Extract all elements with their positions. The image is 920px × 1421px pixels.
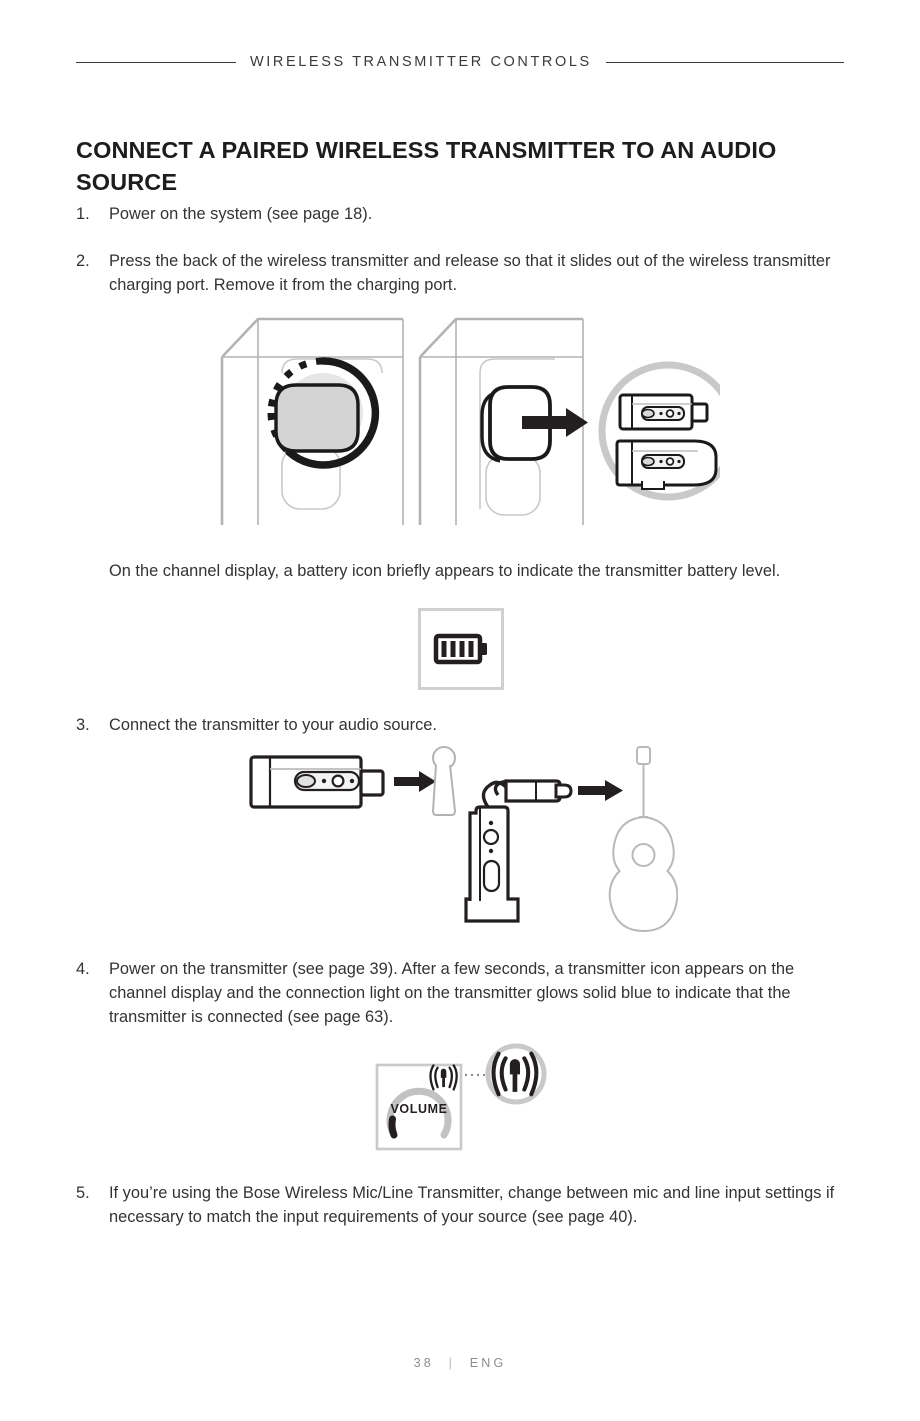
step-2-number: 2.: [76, 252, 90, 270]
transmitter-angled-view-icon: [615, 439, 718, 490]
step-4: 4. Power on the transmitter (see page 39…: [76, 957, 846, 1029]
volume-dial-label: VOLUME: [390, 1102, 447, 1116]
running-header: WIRELESS TRANSMITTER CONTROLS: [76, 54, 844, 70]
battery-level-display-illustration: [418, 608, 504, 690]
transmitter-broadcast-icon-magnified: [485, 1043, 547, 1105]
acoustic-guitar-icon: [608, 746, 679, 933]
transmitter-detail-callout: [598, 361, 738, 501]
step-4-number: 4.: [76, 960, 90, 978]
step-3-text: Connect the transmitter to your audio so…: [109, 716, 437, 734]
transmitter-slides-out-arrow: [418, 317, 588, 525]
footer-separator: |: [448, 1356, 456, 1370]
step-5: 5. If you’re using the Bose Wireless Mic…: [76, 1181, 846, 1229]
step-3: 3. Connect the transmitter to your audio…: [76, 713, 846, 737]
press-ring-on-charging-port: [220, 317, 404, 525]
battery-full-icon: [433, 633, 487, 665]
running-head-text: WIRELESS TRANSMITTER CONTROLS: [250, 54, 592, 70]
right-arrow-icon-mic: [394, 771, 436, 792]
connect-to-audio-source-illustration: [248, 745, 679, 935]
right-arrow-icon: [522, 408, 588, 437]
footer-page-number: 38: [413, 1356, 434, 1370]
step-4-text: Power on the transmitter (see page 39). …: [109, 960, 795, 1027]
step-5-number: 5.: [76, 1184, 90, 1202]
footer-language: ENG: [469, 1356, 507, 1370]
battery-note: On the channel display, a battery icon b…: [76, 559, 846, 583]
header-rule-right: [605, 61, 844, 63]
page-title: CONNECT A PAIRED WIRELESS TRANSMITTER TO…: [76, 136, 777, 196]
header-rule-left: [76, 61, 236, 63]
step-3-number: 3.: [76, 716, 90, 734]
transmitter-broadcast-icon: [429, 1064, 458, 1091]
channel-display-transmitter-icon-illustration: VOLUME: [375, 1043, 550, 1158]
audio-sources-svg: [249, 746, 679, 933]
press-and-release-transmitter-illustration: [210, 305, 738, 535]
battery-note-text: On the channel display, a battery icon b…: [109, 562, 781, 580]
page-footer: 38 | ENG: [0, 1356, 920, 1370]
right-arrow-icon-guitar: [578, 780, 623, 801]
wireless-mic-line-transmitter-icon: [249, 755, 385, 809]
press-release-svg: [220, 317, 738, 525]
transmitter-top-view-icon: [618, 393, 709, 431]
battery-display-svg: [418, 608, 504, 690]
step-2-text: Press the back of the wireless transmitt…: [109, 252, 831, 295]
step-2: 2. Press the back of the wireless transm…: [76, 249, 846, 297]
step-1-number: 1.: [76, 205, 90, 223]
step-5-text: If you’re using the Bose Wireless Mic/Li…: [109, 1184, 835, 1227]
channel-display-svg: VOLUME: [375, 1043, 547, 1151]
microphone-icon: [431, 746, 457, 816]
instrument-transmitter-with-jack-icon: [464, 779, 573, 923]
step-1-text: Power on the system (see page 18).: [109, 205, 373, 223]
step-1: 1. Power on the system (see page 18).: [76, 202, 846, 226]
